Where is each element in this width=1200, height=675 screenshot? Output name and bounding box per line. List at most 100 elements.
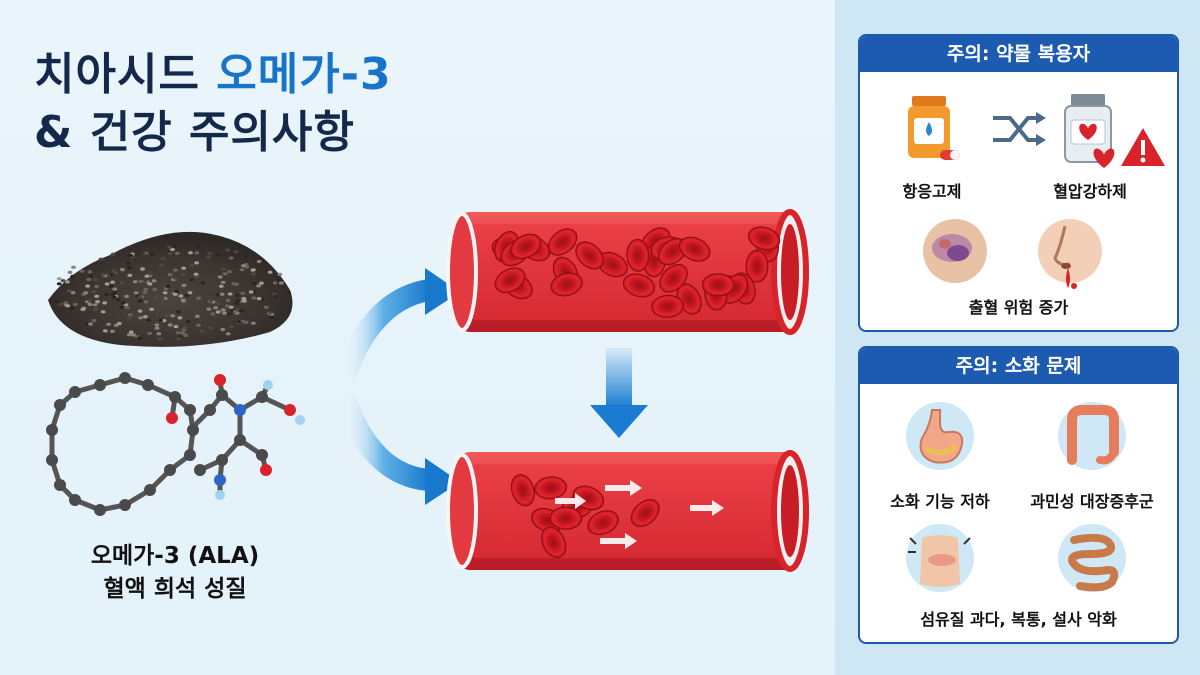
chia-seed [150, 252, 156, 256]
red-blood-cell [659, 264, 688, 293]
chia-seed [228, 325, 234, 329]
chia-seed [185, 319, 191, 323]
chia-seeds-illustration [48, 231, 293, 347]
chia-seed [251, 296, 257, 300]
chia-seed [182, 326, 188, 330]
digestion-card-icons [906, 402, 1126, 592]
chia-seed [206, 307, 212, 311]
chia-seed [135, 314, 141, 318]
medication-card-header: 주의: 약물 복용자 [860, 36, 1177, 72]
chia-seed [111, 269, 117, 273]
chia-seed [256, 284, 261, 288]
chia-seed [63, 301, 68, 305]
chia-seed [152, 287, 158, 292]
chia-seed [272, 281, 278, 285]
chia-seed [181, 266, 187, 270]
drug-antihypertensive-label: 혈압강하제 [1053, 182, 1127, 201]
chia-seed [259, 281, 264, 285]
chia-seed [194, 261, 200, 265]
bruise-icon [923, 219, 987, 283]
chia-seed [133, 291, 139, 295]
chia-seed [146, 318, 152, 322]
red-blood-cell [494, 267, 526, 294]
chia-seed [113, 323, 119, 327]
chia-seed [116, 298, 121, 302]
chia-seed [193, 272, 199, 276]
red-blood-cell [651, 294, 685, 318]
chia-seed [167, 323, 173, 327]
chia-seed [278, 281, 284, 285]
chia-seed [83, 291, 89, 295]
arrow-down-between-vessels [590, 348, 648, 438]
title-line1-plain: 치아시드 [34, 49, 217, 100]
chia-seed [94, 294, 100, 298]
chia-seed [91, 290, 96, 294]
chia-seed [183, 333, 189, 337]
chia-seed [65, 280, 70, 284]
chia-seed [120, 267, 125, 272]
chia-seed [217, 275, 223, 279]
warning-icon [1121, 128, 1165, 166]
chia-seed [110, 329, 115, 333]
chia-seed [149, 307, 155, 311]
chia-seed [210, 312, 216, 316]
chia-seed [207, 251, 213, 255]
chia-seed [127, 265, 132, 270]
chia-seed [170, 247, 175, 252]
red-blood-cell [575, 241, 604, 270]
chia-seed [269, 315, 274, 320]
chia-seed [277, 272, 283, 276]
chia-seed [195, 245, 201, 249]
chia-seed [56, 282, 62, 286]
chia-seed [234, 293, 240, 297]
chia-seed [108, 284, 114, 288]
red-blood-cell [678, 236, 711, 262]
chia-seed [56, 277, 62, 281]
chia-seed [70, 291, 76, 295]
chia-seed [216, 253, 222, 257]
chia-seed [180, 298, 186, 302]
chia-seed [225, 298, 231, 303]
chia-seed [142, 290, 148, 294]
chia-seed [116, 321, 122, 326]
abdominal-pain-icon [906, 524, 974, 592]
chia-seed [87, 299, 93, 303]
title-line2: & 건강 주의사항 [34, 107, 355, 158]
chia-seed [239, 268, 245, 272]
chia-seed [125, 261, 131, 265]
red-blood-cell [630, 499, 660, 528]
chia-seed [128, 330, 134, 334]
chia-seed [241, 264, 246, 268]
chia-seed [87, 270, 93, 274]
chia-seed [227, 292, 233, 296]
chia-seed [148, 272, 153, 276]
chia-seed [200, 281, 206, 285]
chia-seed [164, 313, 170, 317]
chia-seed [143, 300, 149, 304]
chia-seed [188, 251, 193, 255]
colon-icon [1058, 402, 1126, 470]
chia-seed [102, 329, 108, 333]
red-blood-cell [587, 510, 619, 536]
chia-seed [110, 292, 116, 296]
red-blood-cell [510, 474, 535, 507]
chia-seed [105, 274, 111, 278]
nosebleed-icon [1038, 219, 1102, 289]
chia-seed [142, 252, 148, 256]
chia-seed [124, 294, 129, 298]
chia-seed [256, 297, 262, 301]
chia-seed [228, 305, 234, 309]
chia-seed [127, 313, 133, 317]
chia-seed [128, 253, 134, 257]
chia-seed [236, 320, 242, 324]
chia-seed [187, 291, 193, 295]
chia-seed [147, 331, 153, 335]
chia-seed [151, 279, 157, 283]
chia-seed [143, 315, 148, 319]
chia-seed [100, 273, 106, 277]
chia-seed [98, 257, 104, 261]
medication-warning-card: 주의: 약물 복용자 [858, 34, 1179, 332]
red-blood-cell [622, 273, 656, 298]
chia-seed [242, 299, 247, 303]
chia-seed [158, 318, 164, 322]
